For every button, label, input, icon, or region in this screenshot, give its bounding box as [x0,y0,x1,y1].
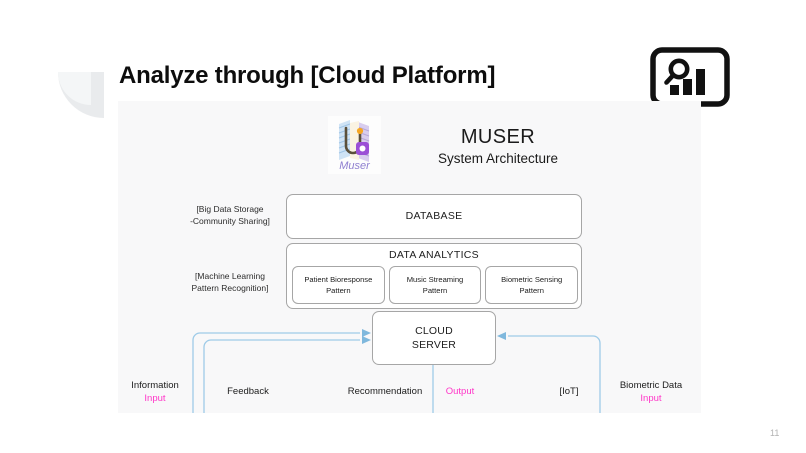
biometric-accent: Input [640,393,662,404]
cloud-server-label: CLOUD SERVER [412,324,456,352]
pattern-box-music-streaming[interactable]: Music Streaming Pattern [388,266,482,304]
pattern-0-line2: Pattern [326,286,351,295]
flow-label-biometric-input: Biometric Data Input [604,379,698,405]
pattern-row: Patient Bioresponse Pattern Music Stream… [292,266,579,304]
cloud-server-line1: CLOUD [415,325,453,337]
information-accent: Input [144,393,166,404]
flow-label-feedback: Feedback [205,385,291,398]
database-annotation: [Big Data Storage -Community Sharing] [176,203,284,227]
page-title: Analyze through [Cloud Platform] [119,62,496,89]
analytics-annotation-line1: [Machine Learning [195,271,265,281]
feedback-text: Feedback [227,386,269,397]
pattern-1-line1: Music Streaming [406,275,464,284]
pattern-box-biometric-sensing[interactable]: Biometric Sensing Pattern [485,266,579,304]
analytics-annotation: [Machine Learning Pattern Recognition] [176,270,284,294]
flow-label-iot: [IoT] [537,385,601,398]
database-label: DATABASE [405,210,463,222]
database-annotation-line1: [Big Data Storage [196,204,264,214]
quarter-circle-decoration [58,72,104,118]
pattern-box-patient-bioresponse[interactable]: Patient Bioresponse Pattern [292,266,385,304]
pattern-0-line1: Patient Bioresponse [304,275,373,284]
information-text: Information [131,380,179,391]
iot-text: [IoT] [559,386,579,397]
muser-logo-icon: Muser [328,116,381,174]
flow-label-output: Output [433,385,487,398]
recommendation-text: Recommendation [347,386,423,397]
cloud-server-node[interactable]: CLOUD SERVER [372,311,496,365]
diagram-heading: MUSER System Architecture [403,125,593,168]
pattern-2-line2: Pattern [519,286,544,295]
flow-label-information-input: Information Input [118,379,192,405]
page-number: 11 [770,428,780,438]
database-annotation-line2: -Community Sharing] [190,216,270,226]
flow-label-recommendation: Recommendation [325,385,445,398]
data-analytics-node[interactable]: DATA ANALYTICS Patient Bioresponse Patte… [286,243,582,309]
biometric-text: Biometric Data [619,380,683,391]
pattern-2-line1: Biometric Sensing [501,275,563,284]
cloud-server-line2: SERVER [411,339,457,351]
svg-text:Muser: Muser [339,160,371,172]
output-text: Output [445,386,475,397]
data-analytics-label: DATA ANALYTICS [389,249,479,261]
diagram-heading-name: MUSER [460,126,536,148]
pattern-1-line2: Pattern [422,286,448,295]
database-node[interactable]: DATABASE [286,194,582,239]
diagram-heading-subtitle: System Architecture [437,151,559,166]
analytics-annotation-line2: Pattern Recognition] [191,283,269,293]
quarter-circle-inner [58,72,91,105]
